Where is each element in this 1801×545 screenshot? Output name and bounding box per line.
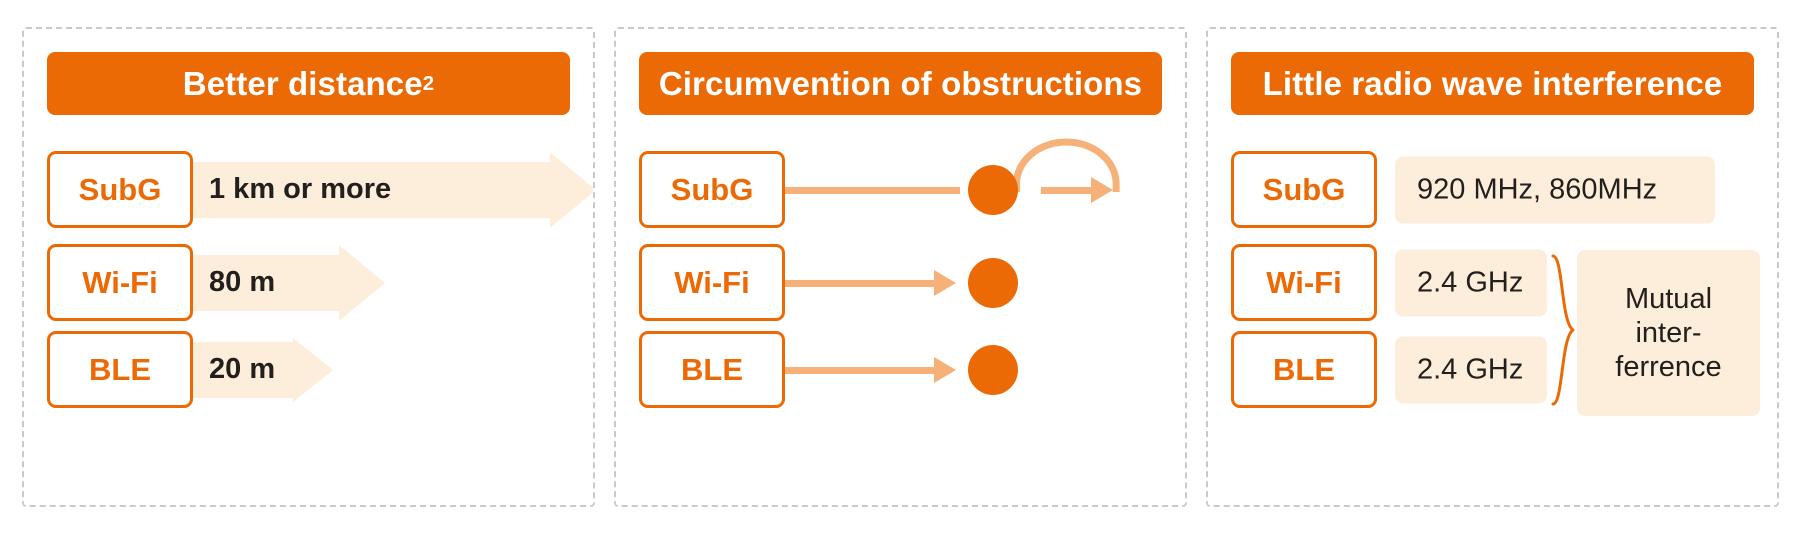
chip-ble-obstruction[interactable]: BLE [639, 331, 785, 408]
signal-line-ble [785, 366, 937, 374]
obstruction-dot-wifi [968, 257, 1018, 308]
frequency-badge-ble: 2.4 GHz [1395, 336, 1547, 403]
panel-title-circumvention: Circumvention of obstructions [639, 52, 1162, 115]
signal-line-wifi [785, 279, 937, 287]
row-wifi-distance: 80 m Wi-Fi [47, 244, 593, 321]
distance-label-subg: 1 km or more [209, 173, 392, 205]
chip-label: SubG [78, 171, 162, 207]
distance-arrow-wifi: 80 m [193, 244, 385, 321]
panel-little-radio-wave-interference: Little radio wave interference 920 MHz, … [1206, 27, 1779, 507]
row-ble-frequency: 2.4 GHz BLE [1231, 331, 1777, 408]
arrow-head [550, 151, 593, 228]
row-subg-distance: 1 km or more SubG [47, 151, 593, 228]
panel-circumvention-of-obstructions: Circumvention of obstructions SubG Wi-Fi [614, 27, 1187, 507]
obstruction-dot-ble [968, 344, 1018, 395]
rows-interference: 920 MHz, 860MHz SubG 2.4 GHz Wi-Fi 2.4 G… [1231, 151, 1777, 505]
frequency-badge-subg: 920 MHz, 860MHz [1395, 156, 1715, 223]
panel-title-interference: Little radio wave interference [1231, 52, 1754, 115]
chip-subg-distance[interactable]: SubG [47, 151, 193, 228]
row-ble-distance: 20 m BLE [47, 331, 593, 408]
row-wifi-obstruction: Wi-Fi [639, 244, 1185, 321]
chip-label: Wi-Fi [674, 264, 750, 300]
chip-ble-frequency[interactable]: BLE [1231, 331, 1377, 408]
chip-wifi-distance[interactable]: Wi-Fi [47, 244, 193, 321]
arrow-head [293, 337, 333, 402]
chip-wifi-obstruction[interactable]: Wi-Fi [639, 244, 785, 321]
panel-title-text: Circumvention of obstructions [658, 64, 1143, 102]
frequency-label-wifi: 2.4 GHz [1417, 266, 1524, 298]
chip-label: BLE [681, 351, 743, 387]
callout-line-3: ferrence [1615, 351, 1722, 384]
frequency-label-ble: 2.4 GHz [1417, 353, 1524, 385]
chip-subg-obstruction[interactable]: SubG [639, 151, 785, 228]
arrow-shaft: 80 m [193, 254, 339, 311]
chip-label: BLE [1273, 351, 1335, 387]
arrow-head-wifi [934, 269, 956, 296]
chip-wifi-frequency[interactable]: Wi-Fi [1231, 244, 1377, 321]
distance-arrow-ble: 20 m [193, 332, 333, 408]
panel-title-text: Better distance [182, 64, 423, 102]
frequency-label-subg: 920 MHz, 860MHz [1417, 173, 1658, 205]
chip-ble-distance[interactable]: BLE [47, 331, 193, 408]
distance-label-ble: 20 m [209, 353, 276, 385]
arrow-head-subg [1091, 176, 1113, 203]
chip-label: Wi-Fi [1266, 264, 1342, 300]
distance-label-wifi: 80 m [209, 266, 276, 298]
chip-subg-frequency[interactable]: SubG [1231, 151, 1377, 228]
distance-arrow-subg: 1 km or more [193, 151, 593, 228]
row-wifi-frequency: 2.4 GHz Wi-Fi [1231, 244, 1777, 321]
chip-label: BLE [89, 351, 151, 387]
obstruction-dot-subg [968, 164, 1018, 215]
chip-label: Wi-Fi [82, 264, 158, 300]
row-ble-obstruction: BLE [639, 331, 1185, 408]
rows-circumvention: SubG Wi-Fi BLE [639, 151, 1185, 505]
callout-line-2: inter- [1635, 316, 1702, 349]
arrow-shaft: 20 m [193, 341, 293, 398]
chip-label: SubG [1262, 171, 1346, 207]
frequency-badge-wifi: 2.4 GHz [1395, 249, 1547, 316]
row-subg-frequency: 920 MHz, 860MHz SubG [1231, 151, 1777, 228]
arrow-head [339, 244, 385, 321]
mutual-interference-callout: Mutual inter- ferrence [1577, 250, 1760, 416]
rows-better-distance: 1 km or more SubG 80 m Wi-Fi [47, 151, 593, 505]
arrow-shaft: 1 km or more [193, 161, 550, 218]
panel-title-text: Little radio wave interference [1262, 64, 1723, 102]
signal-line-subg [785, 186, 960, 194]
arrow-head-ble [934, 356, 956, 383]
signal-line-subg-out [1041, 186, 1095, 194]
row-subg-obstruction: SubG [639, 151, 1185, 228]
callout-line-1: Mutual [1624, 282, 1713, 315]
chip-label: SubG [670, 171, 754, 207]
